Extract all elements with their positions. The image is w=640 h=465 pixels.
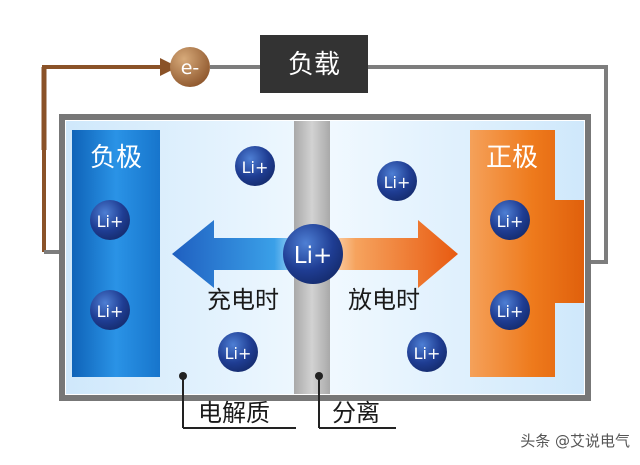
cathode-label: 正极 [486,143,538,173]
lithium-ion: Li+ [90,290,130,330]
watermark-text: 头条 @艾说电气 [520,432,630,450]
lithium-ion: Li+ [490,290,530,330]
electron-label: e- [181,57,200,79]
svg-text:Li+: Li+ [384,173,411,192]
lithium-ion-center: Li+ [283,224,343,284]
lithium-ion: Li+ [407,332,447,372]
separator-label: 分离 [332,399,380,427]
discharging-label: 放电时 [348,286,420,314]
svg-text:Li+: Li+ [294,243,332,269]
charge-direction-arrow [172,220,300,288]
svg-text:Li+: Li+ [242,158,269,177]
load-box [260,35,368,93]
circuit-wire-right [368,65,608,264]
load-label: 负载 [288,50,340,80]
svg-text:Li+: Li+ [97,302,124,321]
lithium-ion: Li+ [90,200,130,240]
electron-icon [170,47,210,87]
lithium-ion: Li+ [235,146,275,186]
lithium-ion: Li+ [490,200,530,240]
discharge-direction-arrow [330,220,458,288]
svg-text:Li+: Li+ [414,344,441,363]
lithium-ion: Li+ [218,332,258,372]
svg-text:Li+: Li+ [225,344,252,363]
anode-electrode [72,130,160,377]
svg-text:Li+: Li+ [497,302,524,321]
svg-text:Li+: Li+ [97,212,124,231]
svg-text:Li+: Li+ [497,212,524,231]
lithium-ion: Li+ [377,161,417,201]
electrolyte-label: 电解质 [198,399,270,427]
charging-label: 充电时 [207,286,279,314]
anode-label: 负极 [90,143,142,173]
electron-direction-arrow [160,58,178,76]
